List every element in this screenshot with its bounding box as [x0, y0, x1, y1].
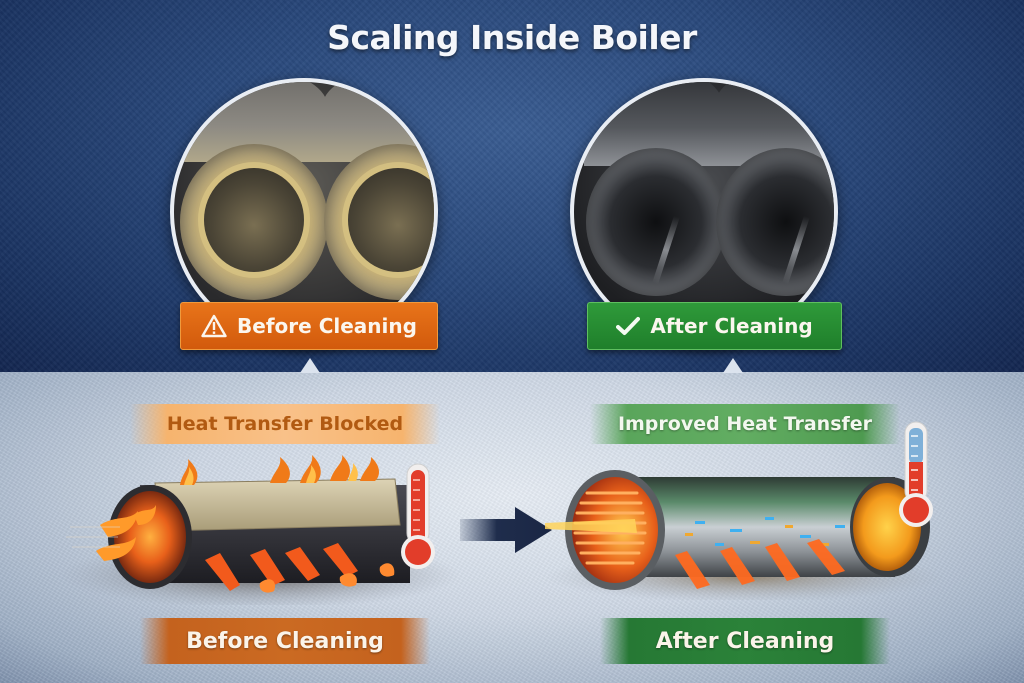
thermometer-hot-icon — [398, 462, 438, 576]
scaled-tube-opening — [324, 144, 434, 300]
before-cleaning-badge-label: Before Cleaning — [237, 314, 417, 338]
top-panel — [0, 0, 1024, 372]
after-cleaning-badge: After Cleaning — [587, 302, 842, 350]
scaled-pipe-illustration — [60, 455, 460, 609]
warning-triangle-icon — [201, 314, 227, 338]
page-title: Scaling Inside Boiler — [327, 18, 697, 57]
thermometer-balanced-icon — [896, 420, 936, 534]
divider-notch-before — [300, 358, 320, 373]
after-cleaning-caption: After Cleaning — [600, 618, 890, 664]
after-cleaning-photo — [570, 78, 838, 346]
clean-pipe-illustration — [545, 455, 945, 603]
divider-notch-after — [723, 358, 743, 373]
clean-tube-opening — [586, 148, 726, 296]
checkmark-icon — [616, 316, 641, 336]
improved-heat-transfer-label: Improved Heat Transfer — [590, 404, 900, 444]
heat-transfer-blocked-label: Heat Transfer Blocked — [130, 404, 440, 444]
right-arrow-icon — [460, 505, 560, 559]
scaled-tube-opening — [180, 144, 328, 300]
after-cleaning-badge-label: After Cleaning — [650, 314, 813, 338]
before-cleaning-photo — [170, 78, 438, 346]
clean-tube-opening — [716, 148, 834, 296]
before-cleaning-badge: Before Cleaning — [180, 302, 438, 350]
before-cleaning-caption: Before Cleaning — [140, 618, 430, 664]
